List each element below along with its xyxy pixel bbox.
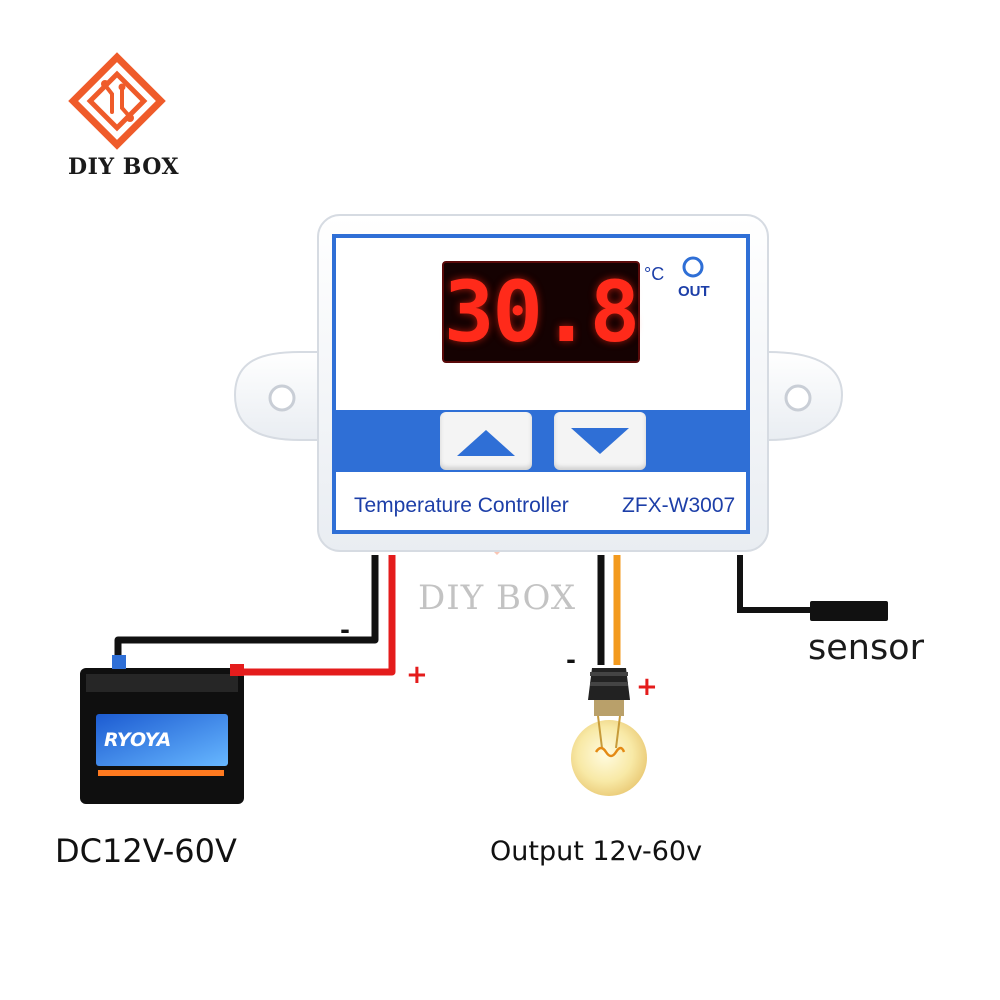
controller-model: ZFX-W3007 xyxy=(622,494,736,517)
up-button[interactable] xyxy=(440,412,532,470)
controller-title: Temperature Controller xyxy=(354,494,569,517)
down-arrow-icon xyxy=(571,428,629,454)
display-value: 30.8 xyxy=(443,263,640,361)
power-wires xyxy=(114,555,396,676)
watermark-text: DIY BOX xyxy=(418,578,577,618)
down-button[interactable] xyxy=(554,412,646,470)
light-bulb-icon xyxy=(571,668,647,796)
supply-negative-sign: - xyxy=(340,616,350,644)
out-indicator-icon xyxy=(682,256,704,278)
output-negative-sign: - xyxy=(566,646,576,674)
sensor-label: sensor xyxy=(808,628,924,668)
battery-icon: RYOYA xyxy=(80,655,244,804)
out-indicator-label: OUT xyxy=(678,283,710,300)
supply-positive-sign: + xyxy=(406,660,428,690)
up-arrow-icon xyxy=(457,430,515,456)
output-positive-sign: + xyxy=(636,672,658,702)
sensor-wire xyxy=(737,555,888,621)
battery-brand-label: RYOYA xyxy=(104,729,171,751)
output-voltage-label: Output 12v-60v xyxy=(490,836,703,867)
diy-box-logo-icon xyxy=(68,52,166,150)
output-wires xyxy=(597,555,621,665)
unit-label: °C xyxy=(644,264,665,284)
led-display xyxy=(442,261,640,363)
supply-voltage-label: DC12V-60V xyxy=(55,832,237,870)
brand-name: DIY BOX xyxy=(68,154,180,180)
controller-housing xyxy=(233,214,844,552)
